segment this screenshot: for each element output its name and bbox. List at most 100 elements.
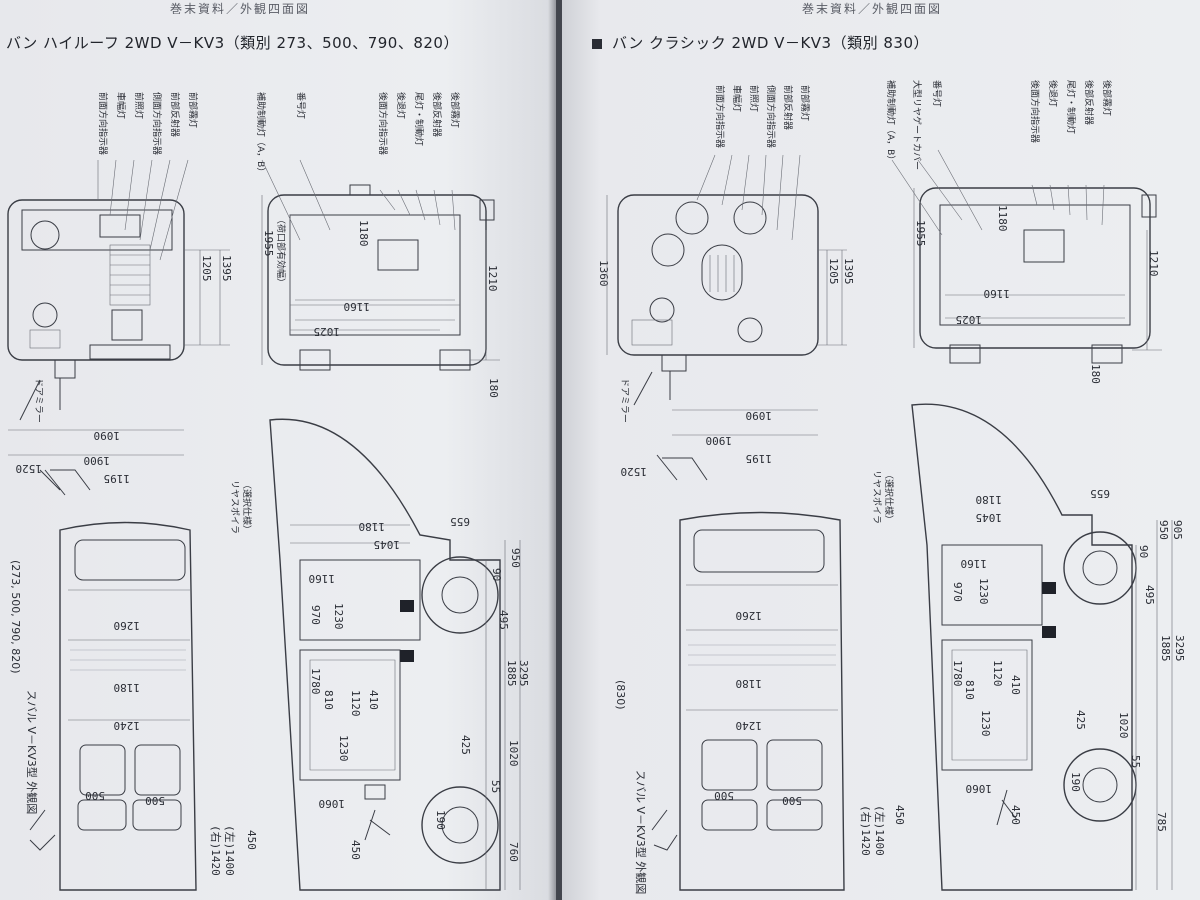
r-dim-1180: 1180 <box>736 677 763 690</box>
r-dim-1780: 1780 <box>951 660 964 687</box>
dim-1780: 1780 <box>309 668 322 695</box>
dim-425: 425 <box>459 735 472 755</box>
r-dim-1230: 1230 <box>977 578 990 605</box>
r-dim-1195: 1195 <box>746 452 773 465</box>
side-caption-sub-left: (273, 500, 790, 820) <box>9 560 22 674</box>
front-dims-right: 1360 1205 1395 1090 1900 1195 1520 ドアミラー <box>597 195 855 481</box>
r-label-option: （選択仕様） <box>883 470 895 524</box>
dim-190: 190 <box>434 810 447 830</box>
label-rear-fog: 後部霧灯 <box>449 92 461 128</box>
dim-1260: 1260 <box>114 619 141 632</box>
r-label-front-fog: 前部霧灯 <box>799 85 811 121</box>
r-dim-90: 90 <box>1137 545 1150 558</box>
r-dim-655: 655 <box>1090 487 1110 500</box>
dim-front-width: 1205 <box>200 255 213 282</box>
r-dim-3295: 3295 <box>1173 635 1186 662</box>
r-dim-mirror-total: 1900 <box>706 434 733 447</box>
r-dim-1230b: 1230 <box>979 710 992 737</box>
front-label-group-right: 前面方向指示器 車幅灯 前照灯 側面方向指示器 前部反射器 前部霧灯 <box>696 85 811 241</box>
r-dim-1025: 1025 <box>956 313 983 326</box>
r-dim-1045: 1045 <box>976 511 1003 524</box>
dim-410: 410 <box>367 690 380 710</box>
dim-450b: 450 <box>349 840 362 860</box>
dim-height: 1955 <box>262 230 275 257</box>
r-dim-1120: 1120 <box>991 660 1004 687</box>
r-dim-mirror-width: 1090 <box>746 409 773 422</box>
side-caption-left: スバル V－KV3型 外観図 <box>25 690 39 814</box>
r-label-aux-brake: 補助制動灯（A，B） <box>885 80 897 164</box>
rear-dims-left: 1955 （荷口部有効幅） 1160 1025 1180 1210 180 <box>261 195 500 398</box>
r-dim-1260: 1260 <box>736 609 763 622</box>
top-view-right <box>651 511 845 891</box>
r-label-door-mirror: ドアミラー <box>619 378 630 423</box>
dim-3295: 3295 <box>517 660 530 687</box>
r-dim-495: 495 <box>1143 585 1156 605</box>
dim-495: 495 <box>497 610 510 630</box>
right-page: 巻末資料／外観四面図 バン クラシック 2WD V－KV3（類別 830） 前面… <box>562 0 1200 900</box>
dim-450a: 450 <box>245 830 258 850</box>
label-headlamp: 前照灯 <box>133 92 145 119</box>
r-label-rear-reflector: 後部反射器 <box>1083 80 1095 125</box>
r-label-gate-cover: 大型リヤゲートカバー <box>911 80 923 170</box>
r-label-front-turn: 前面方向指示器 <box>714 85 726 148</box>
label-spoiler-left: リヤスポイラ <box>229 480 240 534</box>
dim-90: 90 <box>490 568 503 581</box>
dim-810: 810 <box>322 690 335 710</box>
rear-view-left <box>267 184 495 371</box>
r-dim-1420: (右)1420 <box>859 805 873 856</box>
r-dim-450a: 450 <box>893 805 906 825</box>
top-dims-right: 1260 1180 1240 500 500 (右)1420 (左)1400 4… <box>614 609 906 894</box>
paren-h1: （荷口部有効幅） <box>275 215 287 287</box>
r-dim-950: 950 <box>1157 520 1170 540</box>
dim-1160-side: 1160 <box>309 572 336 585</box>
dim-1420: (右)1420 <box>209 825 223 876</box>
r-dim-970: 970 <box>951 582 964 602</box>
r-label-plate-lamp: 番号灯 <box>931 80 943 107</box>
dim-950: 950 <box>509 548 522 568</box>
dim-1180: 1180 <box>114 681 141 694</box>
dim-1020: 1020 <box>507 740 520 767</box>
side-caption-sub-right: (830) <box>614 680 627 710</box>
top-view-left <box>29 521 197 891</box>
dim-1180-rear: 1180 <box>357 220 370 247</box>
r-dim-height: 1955 <box>914 220 927 247</box>
r-dim-500a: 500 <box>714 789 734 802</box>
r-dim-1180-side: 1180 <box>976 493 1003 506</box>
r-label-reverse: 後退灯 <box>1047 80 1059 107</box>
dim-970: 970 <box>309 605 322 625</box>
r-dim-190: 190 <box>1069 772 1082 792</box>
rear-view-right <box>919 187 1157 364</box>
r-dim-1180-rear: 1180 <box>996 205 1009 232</box>
front-view-left <box>7 199 185 421</box>
r-dim-1160-side: 1160 <box>961 557 988 570</box>
label-rear-reflector: 後部反射器 <box>431 92 443 137</box>
dim-1195: 1195 <box>104 472 131 485</box>
r-dim-1885: 1885 <box>1159 635 1172 662</box>
side-view-right <box>911 403 1137 891</box>
label-aux-brake: 補助制動灯（A，B） <box>255 92 267 176</box>
left-page: 巻末資料／外観四面図 バン ハイルーフ 2WD V－KV3（類別 273、500… <box>0 0 556 900</box>
dim-500a: 500 <box>85 789 105 802</box>
front-view-right <box>617 194 819 406</box>
dim-1045: 1045 <box>374 538 401 551</box>
dim-655: 655 <box>450 515 470 528</box>
r-label-side-turn: 側面方向指示器 <box>765 85 777 148</box>
left-diagram: 前面方向指示器 車幅灯 前照灯 側面方向指示器 前部反射器 前部霧灯 1205 … <box>7 92 530 891</box>
dim-500b: 500 <box>145 794 165 807</box>
side-dims-right: リヤスポイラ （選択仕様） 1180 1045 655 1160 1230 97… <box>871 470 1186 890</box>
rear-dims-right: 1955 1160 1025 1180 1210 180 <box>913 188 1162 384</box>
dim-1400: (左)1400 <box>223 825 236 876</box>
label-front-reflector: 前部反射器 <box>169 92 181 137</box>
front-dims-left: 1205 1395 1090 1900 1195 1520 ドアミラー <box>8 249 233 496</box>
dim-1120: 1120 <box>349 690 362 717</box>
dim-1240: 1240 <box>114 719 141 732</box>
r-label-tail-brake: 尾灯・制動灯 <box>1065 80 1077 134</box>
label-front-turn: 前面方向指示器 <box>97 92 109 155</box>
r-dim-1060: 1060 <box>966 782 993 795</box>
dim-mirror-total: 1900 <box>84 454 111 467</box>
dim-1230b: 1230 <box>337 735 350 762</box>
r-dim-785: 785 <box>1155 812 1168 832</box>
label-door-mirror-left: ドアミラー <box>33 378 44 423</box>
r-dim-1240: 1240 <box>736 719 763 732</box>
